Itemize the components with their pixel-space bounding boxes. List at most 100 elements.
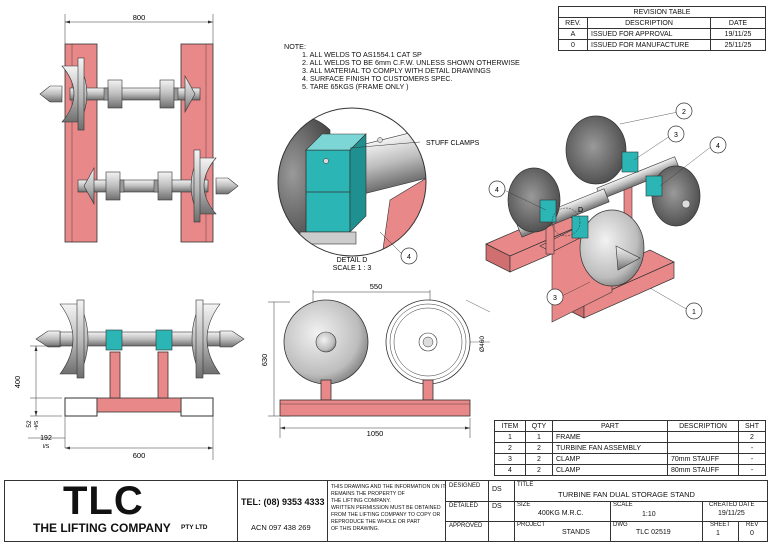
detailed-label: DETAILED	[449, 503, 478, 509]
dwg-label: DWG	[613, 522, 628, 528]
bom-cell: 4	[494, 464, 526, 476]
rev-cell: 0	[558, 39, 588, 51]
note-item: 4. SURFACE FINISH TO CUSTOMERS SPEC.	[302, 74, 453, 83]
balloon	[400, 247, 418, 265]
dim-front-height: 400	[13, 376, 22, 389]
note-item: 5. TARE 65KGS (FRAME ONLY )	[302, 82, 409, 91]
balloon	[667, 125, 685, 143]
bom-header-sheet: SHT	[738, 420, 766, 432]
clamp	[155, 329, 173, 351]
bom-cell: 2	[525, 453, 553, 465]
bom-cell: 2	[738, 431, 766, 443]
balloon-number: 2	[682, 109, 686, 116]
company-logo: TLC	[63, 479, 144, 523]
rev-label: REV	[746, 522, 759, 528]
bom-cell: FRAME	[552, 431, 668, 443]
company-name: THE LIFTING COMPANY	[33, 521, 171, 535]
bom-cell: 3	[494, 453, 526, 465]
clamp	[105, 329, 123, 351]
sheet-label: SHEET	[710, 522, 731, 528]
frame-crossbar	[96, 397, 182, 413]
notes-block: NOTE: 1. ALL WELDS TO AS1554.1 CAT SP 2.…	[284, 43, 520, 91]
note-item: 3. ALL MATERIAL TO COMPLY WITH DETAIL DR…	[302, 66, 491, 75]
drawing-sheet: 800	[13, 13, 727, 460]
bom-cell: TURBINE FAN ASSEMBLY	[552, 442, 668, 454]
bom-cell: -	[738, 442, 766, 454]
dim-front-small-unit: I/S	[34, 420, 40, 427]
bill-of-materials: ITEM QTY PART DESCRIPTION SHT 1 1 FRAME …	[494, 420, 766, 476]
frame-base-side	[279, 399, 471, 417]
created-date-value: 19/11/25	[718, 510, 745, 517]
rev-cell: 25/11/25	[710, 39, 766, 51]
bom-header-part: PART	[552, 420, 668, 432]
detail-callout: STUFF CLAMPS	[426, 140, 480, 147]
disclaimer-line: WRITTEN PERMISSION MUST BE OBTAINED	[331, 505, 441, 511]
detail-label: DETAIL D	[337, 257, 368, 264]
detail-clamp	[305, 149, 351, 233]
logo-block: TLC THE LIFTING COMPANY PTY LTD TEL: (08…	[5, 479, 325, 541]
side-view: 550 630 Ø460 1050	[260, 282, 491, 438]
bom-cell: 1	[525, 431, 553, 443]
bom-header-description: DESCRIPTION	[667, 420, 739, 432]
balloon	[488, 180, 506, 198]
dim-top-width: 800	[133, 13, 146, 22]
company-phone: TEL: (08) 9353 4333	[241, 497, 325, 507]
balloon-number: 3	[674, 132, 678, 139]
notes-heading: NOTE:	[284, 42, 306, 51]
bom-cell	[667, 442, 739, 454]
title-grid: DESIGNED DS DETAILED DS APPROVED TITLE T…	[445, 481, 768, 541]
dim-side-length: 1050	[367, 429, 384, 438]
designed-value: DS	[492, 486, 502, 493]
bom-cell: CLAMP	[552, 464, 668, 476]
bom-cell: -	[738, 464, 766, 476]
bom-cell: 2	[494, 442, 526, 454]
balloon	[685, 302, 703, 320]
disclaimer-line: THIS DRAWING AND THE INFORMATION ON IT	[331, 484, 446, 490]
isometric-view: D 2 3 4 4 3 1	[485, 102, 727, 323]
disclaimer-line: REMAINS THE PROPERTY OF	[331, 491, 405, 497]
disclaimer-block: THIS DRAWING AND THE INFORMATION ON IT R…	[327, 481, 446, 541]
frame-post	[109, 351, 121, 399]
bom-cell: -	[738, 453, 766, 465]
balloon-number: 4	[407, 254, 411, 261]
balloon	[546, 288, 564, 306]
clamp	[645, 175, 663, 197]
dim-side-height: 630	[260, 354, 269, 367]
bom-header-item: ITEM	[494, 420, 526, 432]
project-value: STANDS	[562, 529, 590, 536]
bom-cell: 1	[494, 431, 526, 443]
detailed-value: DS	[492, 503, 502, 510]
bom-cell: 80mm STAUFF	[667, 464, 739, 476]
company-suffix: PTY LTD	[181, 524, 208, 531]
size-value: 400KG M.R.C.	[538, 510, 584, 517]
clamp	[539, 199, 557, 223]
scale-value: 1:10	[642, 511, 656, 518]
size-label: SIZE	[517, 502, 531, 508]
detail-scale: SCALE 1 : 3	[333, 265, 372, 272]
bom-cell	[667, 431, 739, 443]
balloon-number: 4	[495, 187, 499, 194]
revision-table: REVISION TABLE REV. DESCRIPTION DATE A I…	[558, 6, 766, 51]
drawing-title: TURBINE FAN DUAL STORAGE STAND	[558, 490, 695, 499]
front-view: 400 52 I/S 192 I/S 600	[13, 299, 245, 460]
dim-side-width: 550	[370, 282, 383, 291]
dim-front-offset-unit: I/S	[43, 444, 50, 450]
note-item: 2. ALL WELDS TO BE 6mm C.F.W. UNLESS SHO…	[302, 58, 520, 67]
designed-label: DESIGNED	[449, 483, 481, 489]
bom-cell: 70mm STAUFF	[667, 453, 739, 465]
dwg-value: TLC 02519	[636, 529, 671, 536]
bom-cell: 2	[525, 442, 553, 454]
balloon-number: 3	[553, 295, 557, 302]
created-date-label: CREATED DATE	[709, 502, 755, 508]
disclaimer-line: FROM THE LIFTING COMPANY TO COPY OR	[331, 512, 441, 518]
bom-header-qty: QTY	[525, 420, 553, 432]
dim-front-width: 600	[133, 451, 146, 460]
company-acn: ACN 097 438 269	[251, 523, 311, 532]
dim-diameter: Ø460	[479, 336, 486, 352]
disclaimer-line: OF THIS DRAWING.	[331, 526, 380, 532]
detail-d-view: STUFF CLAMPS 4 DETAIL D SCALE 1 : 3	[277, 107, 480, 272]
fan-disc-iso	[579, 209, 645, 287]
clamp	[571, 215, 589, 239]
sheet-value: 1	[716, 530, 720, 537]
top-view: 800	[39, 13, 239, 243]
